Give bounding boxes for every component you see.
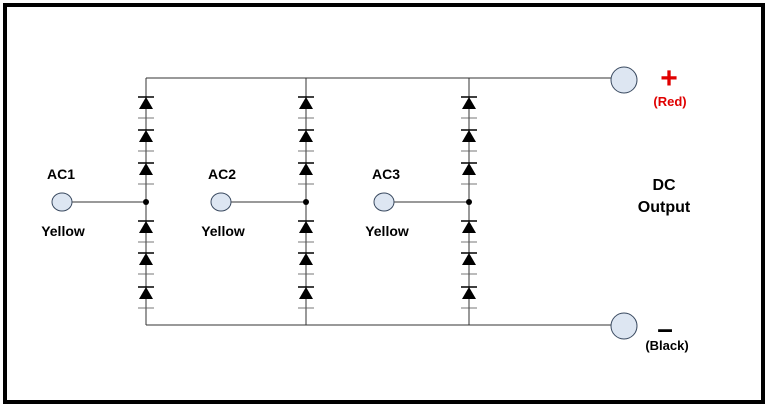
positive-terminal[interactable] [610,66,638,94]
ac1-color-label: Yellow [41,223,85,239]
diode-3-6 [462,287,476,299]
diode-1-6 [139,287,153,299]
junction-dot-1 [143,199,149,205]
negative-symbol: – [657,313,673,344]
ac3-label: AC3 [372,166,400,182]
diode-group [138,96,477,309]
junction-dot-2 [303,199,309,205]
diode-2-3 [299,163,313,175]
dc-output-title-line1: DC [652,177,676,194]
ac3-terminal[interactable] [373,192,395,212]
positive-symbol: + [660,62,678,95]
diode-1-4 [139,221,153,233]
ac2-label: AC2 [208,166,236,182]
diode-1-1 [139,97,153,109]
ac3-color-label: Yellow [365,223,409,239]
diode-1-3 [139,163,153,175]
diode-3-3 [462,163,476,175]
ac2-terminal[interactable] [210,192,232,212]
diode-2-6 [299,287,313,299]
diode-3-2 [462,130,476,142]
diode-2-4 [299,221,313,233]
diode-3-5 [462,253,476,265]
positive-color-label: (Red) [653,94,686,109]
diode-1-5 [139,253,153,265]
diode-3-4 [462,221,476,233]
ac1-label: AC1 [47,166,75,182]
diode-2-5 [299,253,313,265]
negative-terminal[interactable] [610,312,638,340]
ac1-terminal[interactable] [51,192,73,212]
diode-1-2 [139,130,153,142]
diode-2-2 [299,130,313,142]
diode-3-1 [462,97,476,109]
dc-output-title-line2: Output [638,199,691,216]
diode-2-1 [299,97,313,109]
junction-dot-3 [466,199,472,205]
negative-color-label: (Black) [645,338,688,353]
ac2-color-label: Yellow [201,223,245,239]
